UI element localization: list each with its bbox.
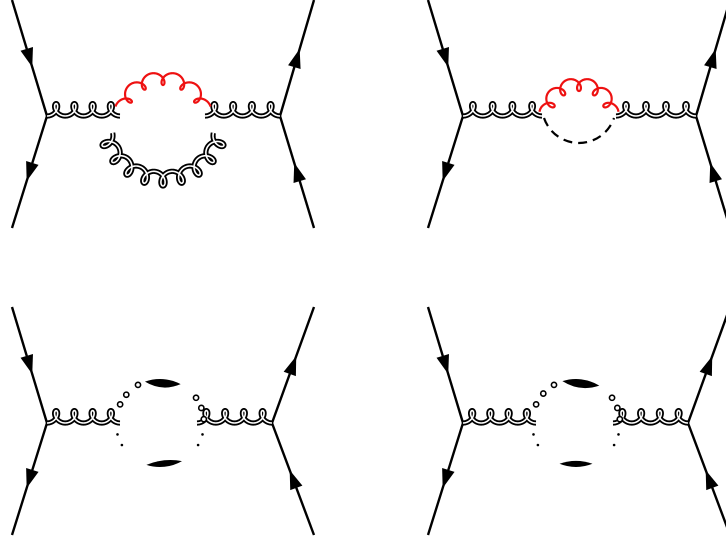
arrow-bottom-left <box>442 160 455 182</box>
ghost-dot-lower-1 <box>116 433 119 436</box>
gluon-loop <box>101 132 225 187</box>
red-gluon <box>538 78 620 112</box>
arrow-top-left <box>20 354 33 375</box>
arrow-top-right <box>283 356 297 377</box>
ghost-dot-5 <box>200 415 208 423</box>
ghost-dot-lower-2 <box>196 443 200 447</box>
dotted-loop-right-blobs <box>426 306 726 536</box>
arrow-bottom-right <box>289 470 303 491</box>
gluon-loop-outline <box>99 132 227 189</box>
ghost-dot-2 <box>134 381 142 389</box>
arrow-bottom-right <box>293 162 306 183</box>
ghost-dot-1 <box>539 390 547 397</box>
ghost-dot-4 <box>197 404 205 412</box>
ghost-blob-top <box>144 378 181 388</box>
gluon-left <box>462 409 537 424</box>
arrow-bottom-right <box>705 470 719 491</box>
ghost-dot-3 <box>192 394 200 402</box>
ghost-dot-lower-0 <box>120 443 124 447</box>
arrow-bottom-left <box>26 467 39 489</box>
ghost-dot-0 <box>116 401 124 408</box>
ghost-dot-0 <box>532 401 540 408</box>
arrow-top-right <box>704 48 717 69</box>
gluon-right <box>196 409 273 424</box>
ghost-dot-2 <box>550 381 558 389</box>
gluon-left <box>46 102 121 117</box>
ghost-blob-bottom <box>559 460 593 467</box>
ghost-dot-lower-2 <box>612 443 616 447</box>
arrow-top-right <box>699 356 713 377</box>
gluon-right <box>615 102 697 117</box>
ghost-blob-bottom <box>146 460 182 467</box>
gluon-loop-with-red-gluon <box>10 0 316 229</box>
dotted-loop-left-blobs <box>10 306 316 536</box>
gluon-left <box>46 409 121 424</box>
dashed-loop <box>542 117 616 145</box>
gluon-left <box>462 102 543 117</box>
ghost-dot-3 <box>608 394 616 402</box>
ghost-dot-5 <box>616 415 624 423</box>
ghost-dot-lower-3 <box>617 433 620 436</box>
arrow-top-left <box>436 47 449 68</box>
red-gluon <box>114 72 212 107</box>
arrow-top-left <box>20 47 33 68</box>
ghost-dot-1 <box>122 391 130 399</box>
arrow-bottom-right <box>709 162 722 183</box>
gluon-right <box>612 409 689 424</box>
dashed-loop-with-red-gluon <box>426 0 726 229</box>
arrow-top-left <box>436 354 449 375</box>
arrow-bottom-left <box>26 160 39 182</box>
gluon-right <box>204 102 281 117</box>
arrow-bottom-left <box>442 467 455 489</box>
ghost-blob-top <box>562 379 600 389</box>
ghost-dot-4 <box>613 404 621 412</box>
ghost-dot-lower-0 <box>536 443 540 447</box>
ghost-dot-lower-1 <box>532 433 535 436</box>
arrow-top-right <box>288 48 301 69</box>
ghost-dot-lower-3 <box>201 433 204 436</box>
